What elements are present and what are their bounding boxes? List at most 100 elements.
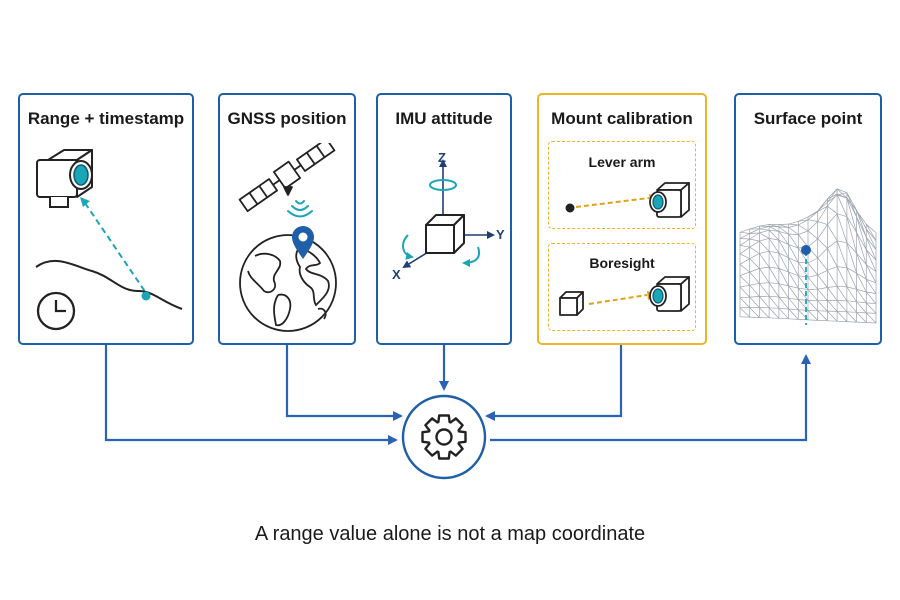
mesh-edge — [749, 238, 760, 242]
mesh-edge — [817, 224, 828, 240]
mesh-edge — [836, 300, 848, 313]
mesh-edge — [827, 300, 838, 312]
sensor-icon — [649, 182, 690, 218]
mesh-edge — [817, 205, 828, 212]
arrow-processor-to-surface — [490, 354, 811, 442]
gear-icon — [401, 394, 487, 480]
mesh-edge — [807, 274, 818, 278]
mesh-edge — [856, 311, 867, 314]
mesh-edge — [739, 228, 750, 233]
mesh-edge — [788, 227, 799, 235]
globe-icon — [239, 234, 337, 332]
mesh-edge — [837, 285, 847, 288]
panel-title: Mount calibration — [551, 109, 693, 128]
mesh-edge — [778, 283, 789, 299]
mesh-edge — [846, 197, 857, 217]
mesh-edge — [768, 226, 780, 232]
mesh-edge — [759, 307, 770, 319]
mesh-edge — [788, 297, 799, 300]
mesh-edge — [807, 238, 818, 248]
mesh-edge — [778, 268, 789, 273]
yaw-rotation — [429, 179, 457, 191]
mesh-edge — [769, 229, 779, 232]
mesh-edge — [856, 301, 867, 314]
arrow-gnss-to-processor — [285, 345, 403, 421]
mesh-edge — [798, 234, 809, 248]
mesh-edge — [759, 282, 770, 284]
beam-arrowhead — [80, 197, 90, 207]
mesh-edge — [769, 250, 779, 254]
mesh-edge — [759, 237, 770, 242]
mesh-edge — [788, 318, 799, 320]
mesh-edge — [769, 307, 779, 309]
mesh-edge — [798, 287, 809, 301]
reference-point — [565, 203, 575, 213]
mesh-edge — [739, 297, 750, 308]
panel-title: Range + timestamp — [27, 109, 185, 128]
panel-title: Surface point — [753, 109, 863, 128]
mesh-edge — [827, 205, 838, 214]
mesh-edge — [788, 271, 799, 277]
mesh-edge — [846, 192, 857, 211]
mesh-edge — [827, 213, 838, 225]
satellite-icon — [238, 143, 336, 213]
mesh-edge — [856, 210, 867, 230]
mesh-terrain-icon — [739, 188, 877, 325]
mesh-edge — [856, 252, 867, 265]
mesh-edge — [817, 269, 828, 276]
boresight-vector — [588, 294, 648, 305]
mesh-edge — [836, 311, 848, 322]
mesh-edge — [836, 213, 848, 218]
mesh-edge — [836, 213, 848, 243]
mesh-edge — [846, 267, 857, 290]
mesh-edge — [836, 266, 848, 288]
mesh-edge — [778, 296, 789, 299]
mesh-edge — [759, 250, 770, 254]
mesh-edge — [866, 302, 877, 314]
mesh-edge — [866, 291, 877, 304]
mesh-edge — [788, 257, 799, 276]
mesh-edge — [856, 289, 867, 304]
mesh-edge — [749, 307, 760, 318]
mesh-edge — [778, 268, 789, 287]
mesh-edge — [827, 193, 838, 200]
mesh-edge — [856, 272, 867, 280]
lidar-sensor-icon — [36, 149, 93, 208]
mesh-edge — [739, 296, 750, 299]
mesh-edge — [807, 289, 818, 301]
mesh-edge — [768, 266, 780, 284]
mesh-edge — [798, 219, 809, 226]
mesh-edge — [846, 300, 857, 313]
mesh-edge — [759, 232, 770, 239]
mesh-edge — [749, 253, 760, 260]
arrow-mount-to-processor — [485, 345, 623, 421]
mesh-edge — [856, 216, 867, 238]
mesh-edge — [856, 253, 867, 280]
lever-arm-box: Lever arm — [548, 141, 696, 229]
mesh-edge — [817, 288, 828, 301]
y-axis-label: Y — [496, 227, 505, 242]
mesh-edge — [788, 233, 799, 249]
mesh-edge — [827, 193, 838, 207]
mesh-edge — [759, 240, 770, 252]
mesh-edge — [768, 282, 780, 298]
mesh-edge — [836, 188, 848, 199]
mesh-edge — [807, 211, 818, 218]
arrow-range-to-processor — [104, 345, 398, 445]
mesh-edge — [836, 193, 848, 199]
imu-small-cube-icon — [559, 291, 584, 316]
mesh-edge — [759, 253, 770, 268]
mesh-edge — [749, 268, 760, 273]
mesh-edge — [798, 219, 809, 222]
panel-range-timestamp: Range + timestamp — [18, 93, 194, 345]
mesh-edge — [778, 317, 789, 320]
mesh-edge — [759, 229, 770, 234]
panel-mount-calibration: Mount calibration Lever arm Boresight — [537, 93, 707, 345]
mesh-edge — [866, 224, 877, 233]
mesh-edge — [778, 239, 789, 258]
mesh-edge — [866, 249, 877, 261]
mesh-edge — [739, 284, 750, 288]
mesh-edge — [749, 246, 760, 254]
mesh-edge — [739, 264, 750, 273]
